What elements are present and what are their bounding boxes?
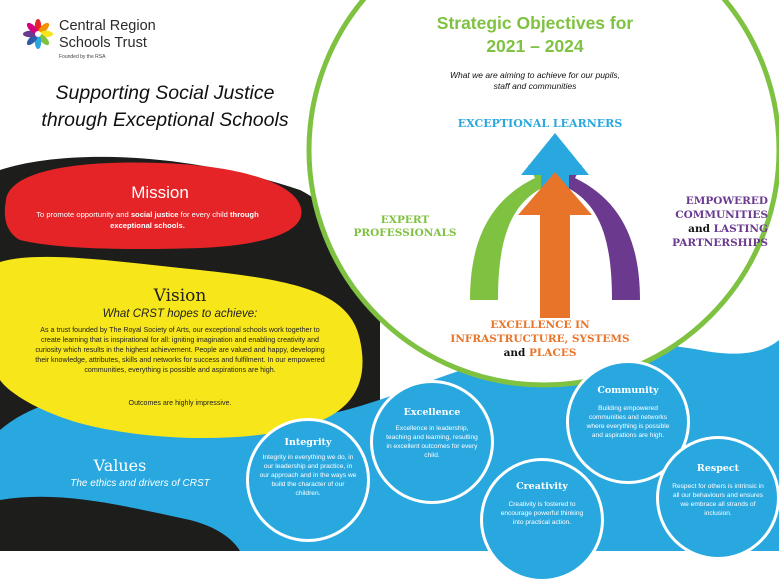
values-title: Values bbox=[93, 456, 147, 475]
vision-text: As a trust founded by The Royal Society … bbox=[35, 326, 325, 374]
value-text: Excellence in leadership, teaching and l… bbox=[386, 425, 478, 459]
vision-outcomes: Outcomes are highly impressive. bbox=[128, 399, 232, 407]
expert-line1: EXPERT bbox=[380, 214, 430, 226]
value-circle-excellence: Excellence Excellence in leadership, tea… bbox=[370, 380, 494, 504]
logo-line2: Schools Trust bbox=[59, 35, 147, 51]
label-expert-professionals: EXPERT PROFESSIONALS bbox=[350, 214, 460, 240]
logo-founded: Founded by the RSA bbox=[59, 54, 106, 60]
objective-arrows bbox=[470, 133, 640, 318]
value-circle-integrity: Integrity Integrity in everything we do,… bbox=[246, 418, 370, 542]
empowered-line2: COMMUNITIES bbox=[675, 209, 768, 221]
objectives-title: Strategic Objectives for 2021 – 2024 bbox=[410, 12, 660, 58]
tagline-line2: through Exceptional Schools bbox=[41, 109, 289, 131]
green-arrow bbox=[470, 165, 565, 300]
excellence-line3: and PLACES bbox=[440, 346, 640, 360]
objectives-title-line2: 2021 – 2024 bbox=[486, 36, 584, 56]
logo-line1: Central Region bbox=[59, 18, 156, 34]
objectives-subtitle-line1: What we are aiming to achieve for our pu… bbox=[449, 70, 621, 80]
vision-subtitle: What CRST hopes to achieve: bbox=[102, 308, 258, 320]
logo: Central Region Schools Trust Founded by … bbox=[22, 16, 162, 66]
value-text: Respect for others is intrinsic in all o… bbox=[672, 483, 764, 517]
value-title: Excellence bbox=[403, 407, 461, 418]
expert-line2: PROFESSIONALS bbox=[353, 227, 457, 239]
value-title: Creativity bbox=[516, 481, 568, 492]
logo-name: Central Region Schools Trust bbox=[59, 18, 156, 52]
excellence-and: and bbox=[503, 347, 530, 359]
mission-title: Mission bbox=[131, 183, 189, 202]
value-title: Community bbox=[597, 385, 659, 396]
values-subtitle: The ethics and drivers of CRST bbox=[70, 478, 210, 489]
logo-flower-icon bbox=[23, 19, 53, 49]
label-empowered-communities: EMPOWERED COMMUNITIES and LASTING PARTNE… bbox=[628, 194, 768, 250]
empowered-line4: PARTNERSHIPS bbox=[672, 237, 768, 249]
empowered-lasting: LASTING bbox=[713, 223, 768, 235]
label-excellence-infrastructure: EXCELLENCE IN INFRASTRUCTURE, SYSTEMS an… bbox=[440, 318, 640, 360]
value-title: Integrity bbox=[284, 437, 332, 448]
value-text: Building empowered communities and netwo… bbox=[586, 405, 670, 439]
empowered-and: and bbox=[688, 223, 714, 235]
tagline: Supporting Social Justice through Except… bbox=[0, 80, 330, 134]
mission-text-c: for every child bbox=[178, 210, 231, 219]
empowered-line3: and LASTING bbox=[628, 222, 768, 236]
objectives-subtitle: What we are aiming to achieve for our pu… bbox=[410, 70, 660, 92]
vision-title: Vision bbox=[153, 286, 207, 306]
mission-text-a: To promote opportunity and bbox=[36, 210, 131, 219]
value-title: Respect bbox=[696, 463, 740, 474]
excellence-line2: INFRASTRUCTURE, SYSTEMS bbox=[450, 333, 630, 345]
excellence-line1: EXCELLENCE IN bbox=[490, 319, 590, 331]
value-text: Integrity in everything we do, in our le… bbox=[259, 454, 357, 497]
mission-text: To promote opportunity and social justic… bbox=[20, 209, 275, 231]
mission-text-d: through exceptional schools. bbox=[110, 210, 259, 230]
label-exceptional-learners: EXCEPTIONAL LEARNERS bbox=[457, 117, 623, 130]
value-text: Creativity is fostered to encourage powe… bbox=[500, 501, 584, 526]
red-blob bbox=[4, 162, 302, 250]
value-circle-respect: Respect Respect for others is intrinsic … bbox=[656, 436, 779, 560]
yellow-blob bbox=[0, 256, 363, 439]
objectives-subtitle-line2: staff and communities bbox=[493, 81, 577, 91]
tagline-line1: Supporting Social Justice bbox=[55, 82, 275, 104]
value-circle-creativity: Creativity Creativity is fostered to enc… bbox=[480, 458, 604, 582]
purple-arrow bbox=[545, 165, 640, 300]
objectives-title-line1: Strategic Objectives for bbox=[436, 13, 634, 33]
mission-text-b: social justice bbox=[130, 210, 179, 219]
orange-arrow bbox=[518, 172, 592, 318]
dark-wave bbox=[0, 496, 240, 551]
excellence-places: PLACES bbox=[529, 347, 577, 359]
empowered-line1: EMPOWERED bbox=[685, 195, 768, 207]
